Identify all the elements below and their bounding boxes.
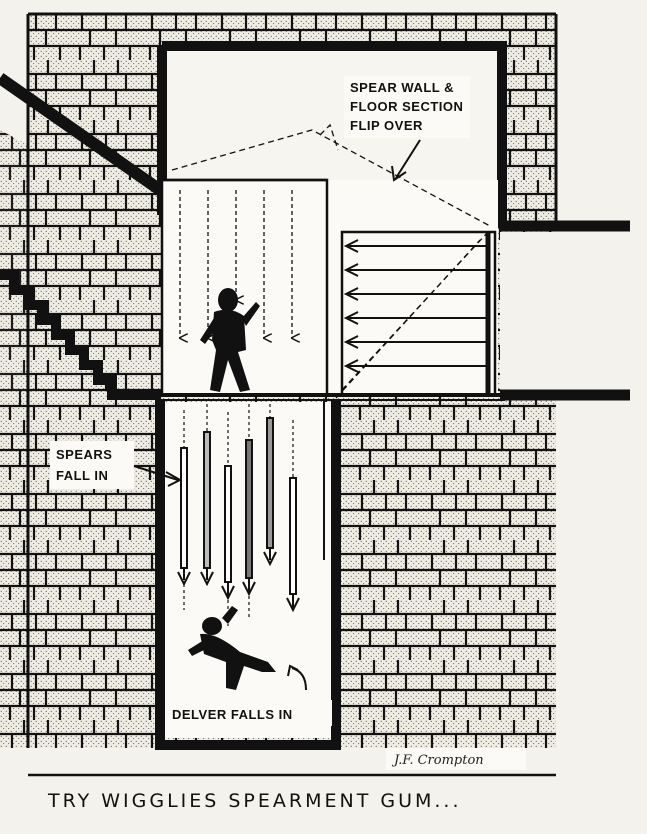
label-delver-falls: DELVER FALLS IN: [166, 700, 332, 726]
caption-text: TRY WIGGLIES SPEARMENT GUM...: [47, 790, 462, 812]
signature-text: J.F. Crompton: [391, 753, 484, 768]
flip-label-line-2: FLOOR SECTION: [350, 99, 463, 114]
artist-signature: J.F. Crompton: [386, 748, 526, 770]
flip-label-line-1: SPEAR WALL &: [350, 80, 454, 95]
spears-label-line-1: SPEARS: [56, 447, 112, 462]
spears-label-line-2: FALL IN: [56, 468, 108, 483]
delver-label: DELVER FALLS IN: [172, 707, 293, 722]
flip-label-line-3: FLIP OVER: [350, 118, 423, 133]
